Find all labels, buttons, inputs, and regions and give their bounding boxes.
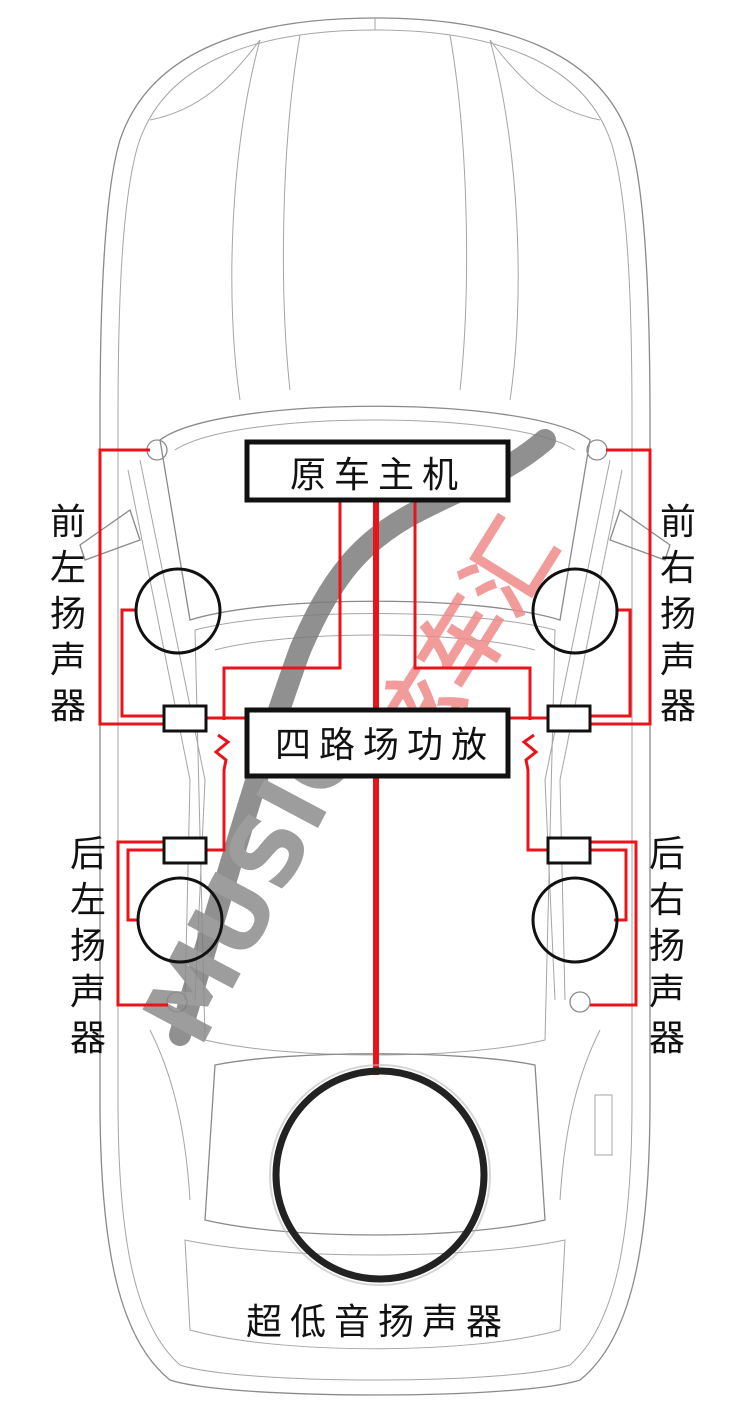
front-right-label-2: 右 xyxy=(660,548,696,589)
front-left-label-5: 器 xyxy=(50,686,86,727)
speaker-front-right xyxy=(531,567,619,655)
connector-rear-right xyxy=(546,836,592,865)
front-left-label: 前 左 扬 声 器 xyxy=(50,502,86,727)
front-right-label-1: 前 xyxy=(660,502,696,543)
wire-rl-inner xyxy=(126,848,164,922)
rear-left-label-1: 后 xyxy=(70,834,106,875)
speaker-rear-right xyxy=(531,876,619,964)
wire-amp-to-rr xyxy=(521,733,548,852)
head-unit-label: 原车主机 xyxy=(290,455,466,496)
speaker-subwoofer xyxy=(272,1067,488,1283)
front-right-label-5: 器 xyxy=(660,686,696,727)
wiring xyxy=(98,448,652,1075)
wire-head-to-amp-left xyxy=(222,500,342,720)
rear-right-label-5: 器 xyxy=(649,1018,685,1059)
rear-right-label-2: 右 xyxy=(649,880,685,921)
wire-rl-outer xyxy=(116,840,168,1007)
connector-rear-left xyxy=(162,836,208,865)
rear-left-label-3: 扬 xyxy=(70,926,106,967)
wire-fr-outer xyxy=(590,448,652,726)
front-left-label-1: 前 xyxy=(50,502,86,543)
rear-left-label-5: 器 xyxy=(70,1018,106,1059)
rear-right-label: 后 右 扬 声 器 xyxy=(649,834,685,1059)
amplifier-label: 四路场功放 xyxy=(275,725,495,766)
front-right-label-4: 声 xyxy=(660,640,696,681)
head-unit-box: 原车主机 xyxy=(244,439,511,503)
wire-fl-outer xyxy=(98,448,164,726)
speaker-front-left xyxy=(134,567,222,655)
wire-rr-inner xyxy=(590,848,628,922)
subwoofer-label: 超低音扬声器 xyxy=(246,1302,510,1343)
wire-fl-inner xyxy=(120,608,164,718)
front-right-label-3: 扬 xyxy=(660,594,696,635)
connector-front-right xyxy=(546,704,592,733)
front-right-label: 前 右 扬 声 器 xyxy=(660,502,696,727)
wire-fr-inner xyxy=(590,608,632,718)
connector-front-left xyxy=(162,704,208,733)
amplifier-box: 四路场功放 xyxy=(244,707,511,779)
rear-right-label-1: 后 xyxy=(649,834,685,875)
rear-right-label-3: 扬 xyxy=(649,926,685,967)
wire-amp-to-rl xyxy=(206,733,231,852)
rear-left-label-4: 声 xyxy=(70,972,106,1013)
wire-head-to-amp-right xyxy=(413,500,532,720)
front-left-label-3: 扬 xyxy=(50,594,86,635)
wire-rr-outer xyxy=(590,840,638,1007)
speaker-rear-left xyxy=(136,876,224,964)
rear-left-label-2: 左 xyxy=(70,880,106,921)
front-left-label-2: 左 xyxy=(50,548,86,589)
speakers xyxy=(134,567,619,1286)
connectors xyxy=(162,704,592,865)
front-left-label-4: 声 xyxy=(50,640,86,681)
rear-left-label: 后 左 扬 声 器 xyxy=(70,834,106,1059)
rear-right-label-4: 声 xyxy=(649,972,685,1013)
